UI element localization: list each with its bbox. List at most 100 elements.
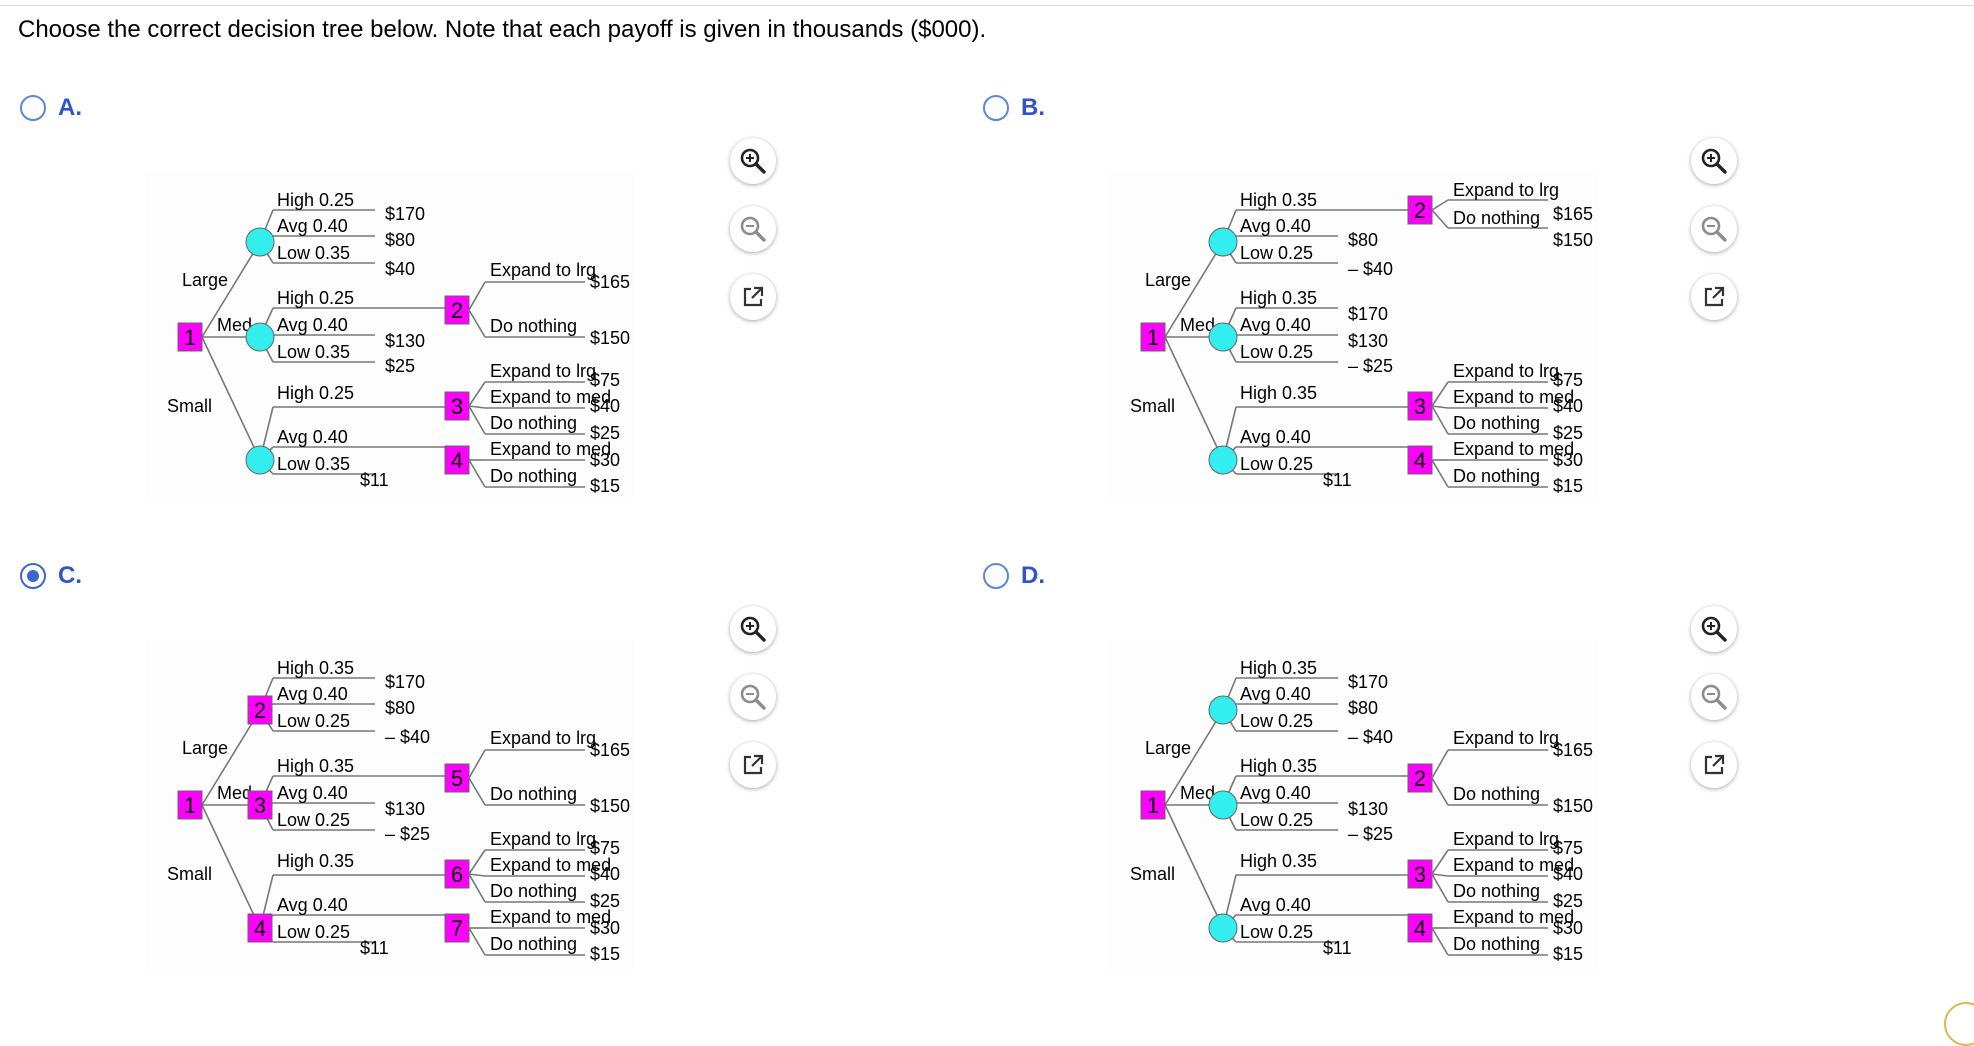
option-a-zoom-out-button[interactable] [730,206,776,252]
popout-icon [738,750,768,780]
popout-icon [1699,750,1729,780]
tree-branch [201,804,261,929]
decision-option: Expand to med [490,907,611,927]
payoff: $15 [590,476,620,496]
decision-node [1407,195,1433,225]
decision-node-label: 2 [1414,766,1426,791]
decision-node-label: 3 [1414,394,1426,419]
alt-label-med: Med [217,783,252,803]
zoom-in-icon [1699,614,1729,644]
tree-branch [468,281,486,311]
option-d[interactable]: D. [983,562,1045,590]
alt-label-large: Large [1145,738,1191,758]
option-d-zoom-out-button[interactable] [1691,674,1737,720]
option-b[interactable]: B. [983,94,1045,122]
option-d-radio[interactable] [983,563,1009,589]
option-a-radio[interactable] [20,95,46,121]
tree-branch [1431,927,1449,956]
decision-node [247,790,273,820]
decision-option: Do nothing [1453,881,1540,901]
top-divider [0,5,1974,6]
payoff: $170 [385,204,425,224]
decision-option: Do nothing [490,934,577,954]
payoff: $150 [590,796,630,816]
payoff: $165 [1553,204,1593,224]
decision-option: Expand to lrg [490,260,596,280]
decision-node [444,913,470,943]
decision-node [444,859,470,889]
decision-node [177,322,203,352]
payoff: $170 [1348,672,1388,692]
prob-label: Avg 0.40 [277,427,348,447]
decision-option: Do nothing [490,784,577,804]
decision-option: Expand to med [490,855,611,875]
popout-icon [738,282,768,312]
decision-node-label: 5 [451,766,463,791]
decision-node-label: 1 [184,325,196,350]
option-c-zoom-out-button[interactable] [730,674,776,720]
decision-option: Expand to lrg [1453,180,1559,200]
option-a-zoom-in-button[interactable] [730,138,776,184]
payoff: $15 [590,944,620,964]
decision-node-label: 4 [254,916,266,941]
decision-option: Do nothing [1453,784,1540,804]
payoff: $25 [590,423,620,443]
tree-branch [468,849,486,875]
help-badge [1944,1002,1974,1046]
option-a-popout-button[interactable] [730,274,776,320]
prob-label: Avg 0.40 [277,895,348,915]
alt-label-large: Large [182,738,228,758]
tree-branch [1164,241,1224,338]
option-c-zoom-in-button[interactable] [730,606,776,652]
option-b-zoom-out-button[interactable] [1691,206,1737,252]
decision-option: Do nothing [490,466,577,486]
decision-option: Expand to med [1453,855,1574,875]
option-b-radio[interactable] [983,95,1009,121]
tree-branch [1431,873,1449,903]
payoff: $130 [385,331,425,351]
prob-label: Avg 0.40 [277,684,348,704]
prob-label: Low 0.35 [277,243,350,263]
prob-label: Low 0.35 [277,454,350,474]
decision-node-label: 2 [1414,198,1426,223]
decision-node-label: 6 [451,862,463,887]
prob-label: Low 0.25 [1240,454,1313,474]
decision-option: Do nothing [1453,208,1540,228]
popout-icon [1699,282,1729,312]
decision-node [444,295,470,325]
payoff: $40 [1553,864,1583,884]
option-a[interactable]: A. [20,94,82,122]
alt-label-med: Med [1180,783,1215,803]
option-d-popout-button[interactable] [1691,742,1737,788]
tree-branch [468,873,486,903]
decision-node-label: 4 [1414,916,1426,941]
prob-label: High 0.25 [277,288,354,308]
prob-label: Low 0.25 [277,810,350,830]
prob-label: Avg 0.40 [277,783,348,803]
decision-option: Do nothing [490,316,577,336]
option-c[interactable]: C. [20,562,82,590]
option-b-popout-button[interactable] [1691,274,1737,320]
question-text: Choose the correct decision tree below. … [18,16,987,43]
prob-label: Low 0.25 [1240,810,1313,830]
payoff: $40 [590,396,620,416]
payoff: $11 [1323,470,1352,490]
decision-node [177,790,203,820]
zoom-in-icon [738,614,768,644]
option-c-radio[interactable] [20,563,46,589]
tree-branch [468,405,486,409]
option-d-zoom-in-button[interactable] [1691,606,1737,652]
zoom-in-icon [738,146,768,176]
alt-label-large: Large [182,270,228,290]
option-c-popout-button[interactable] [730,742,776,788]
payoff: $25 [385,356,415,376]
tree-branch [468,381,486,407]
decision-option: Expand to med [1453,387,1574,407]
option-b-zoom-in-button[interactable] [1691,138,1737,184]
chance-node [1208,227,1238,257]
payoff: $75 [590,838,620,858]
